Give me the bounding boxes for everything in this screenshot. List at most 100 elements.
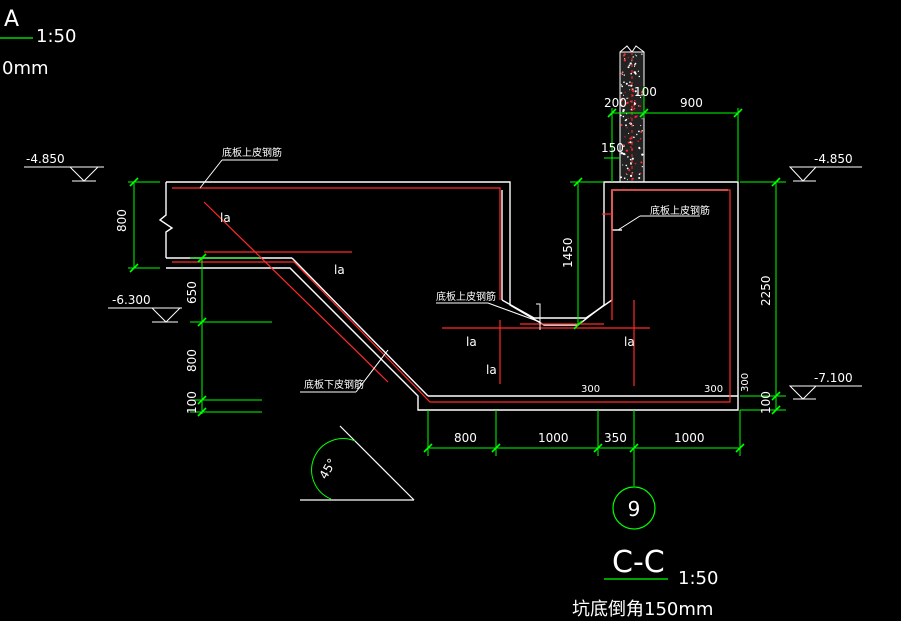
hatch-dot — [623, 177, 626, 180]
hatch-dot — [625, 82, 628, 85]
level-marker-left-mid: -6.300 — [108, 293, 182, 323]
hatch-dot — [640, 161, 643, 164]
hatch-dot — [638, 105, 640, 107]
hatch-dot — [629, 158, 632, 161]
hatch-dot — [628, 132, 630, 134]
hatch-dot — [620, 92, 623, 94]
hatch-dot — [622, 144, 625, 147]
hatch-dot — [641, 130, 643, 132]
hatch-dot — [638, 147, 641, 150]
hatch-dot — [632, 90, 635, 93]
detail-header: A 1:50 0mm — [0, 7, 76, 79]
hatch-dot — [638, 130, 640, 133]
dim-pit-1450: 1450 — [561, 237, 575, 268]
hatch-dot — [641, 53, 643, 55]
section-note: 坑底倒角150mm — [572, 599, 713, 620]
hatch-dot — [633, 136, 635, 139]
level-right-top-text: -4.850 — [814, 152, 853, 166]
hatch-dot — [620, 152, 624, 155]
hatch-dot — [621, 104, 623, 107]
hatch-dot — [636, 93, 638, 95]
dim-left-800: 800 — [115, 209, 129, 232]
hatch-dot — [632, 94, 634, 97]
hatch-dot — [638, 173, 641, 175]
hatch-dot — [626, 101, 629, 104]
label-top-rebar-right: 底板上皮钢筋 — [650, 204, 710, 217]
hatch-dot — [641, 153, 644, 156]
level-left-top-text: -4.850 — [26, 152, 65, 166]
hatch-dot — [637, 70, 640, 72]
hatch-dot — [628, 169, 631, 172]
hatch-dot — [634, 115, 637, 119]
hatch-dot — [632, 56, 634, 58]
detail-note: 0mm — [2, 58, 49, 79]
dim-bottom-1000a: 1000 — [538, 431, 569, 445]
dim-wall-200: 200 — [604, 96, 627, 110]
hatch-dot — [630, 108, 633, 111]
hatch-dot — [627, 117, 629, 119]
hatch-dot — [634, 162, 637, 165]
hatch-dot — [637, 140, 639, 142]
hatch-dot — [629, 137, 632, 140]
hatch-dot — [635, 55, 638, 57]
grid-bubble: 9 — [612, 486, 656, 530]
dimension-texts: 800 650 800 100 200 100 900 150 1450 225… — [115, 85, 773, 445]
hatch-dot — [640, 130, 643, 134]
hatch-dot — [623, 153, 626, 156]
level-marker-right-top: -4.850 — [788, 152, 862, 182]
level-marker-left-top: -4.850 — [24, 152, 104, 182]
label-la-5: la — [624, 335, 635, 349]
hatch-dot — [626, 179, 629, 181]
detail-scale: 1:50 — [36, 26, 76, 47]
hatch-dot — [630, 84, 633, 87]
hatch-dot — [628, 84, 630, 87]
hatch-dot — [626, 127, 628, 129]
grid-bubble-label: 9 — [628, 497, 641, 521]
hatch-dot — [626, 174, 628, 175]
hatch-dot — [629, 141, 632, 144]
angle-text: 45° — [316, 456, 339, 481]
label-top-rebar-mid: 底板上皮钢筋 — [436, 290, 496, 303]
hatch-dot — [633, 102, 636, 105]
hatch-dot — [624, 102, 627, 105]
level-right-bottom-text: -7.100 — [814, 371, 853, 385]
hatch-dot — [630, 117, 632, 119]
hatch-dot — [620, 72, 623, 75]
hatch-dot — [638, 75, 641, 78]
hatch-dot — [625, 172, 627, 175]
hatch-dot — [641, 118, 643, 120]
dim-corner-300b: 300 — [704, 384, 723, 395]
hatch-dot — [630, 146, 632, 148]
hatch-dot — [627, 66, 630, 69]
hatch-dot — [634, 90, 637, 93]
hatch-dot — [640, 125, 642, 127]
hatch-dot — [631, 157, 634, 160]
hatch-dot — [622, 94, 625, 96]
hatch-dot — [624, 136, 626, 138]
dim-wall-100: 100 — [634, 85, 657, 99]
hatch-dot — [620, 176, 623, 179]
dimension-lines — [128, 86, 786, 486]
hatch-dot — [640, 91, 644, 94]
hatch-dot — [621, 85, 624, 88]
hatch-dot — [633, 101, 635, 103]
wall-hatch — [619, 45, 645, 183]
rebar-lines — [172, 187, 731, 403]
hatch-dot — [634, 62, 637, 65]
hatch-dot — [639, 137, 642, 140]
hatch-dot — [626, 97, 628, 100]
dim-bottom-350: 350 — [604, 431, 627, 445]
section-scale: 1:50 — [678, 568, 718, 589]
hatch-dot — [629, 100, 632, 103]
label-la-4: la — [486, 363, 497, 377]
hatch-dot — [622, 54, 625, 57]
dim-wall-900: 900 — [680, 96, 703, 110]
dim-bottom-800: 800 — [454, 431, 477, 445]
hatch-dot — [636, 115, 638, 117]
dim-left-100: 100 — [185, 391, 199, 414]
hatch-dot — [622, 115, 625, 118]
hatch-dot — [633, 109, 635, 111]
level-left-mid-text: -6.300 — [112, 293, 151, 307]
label-la-1: la — [220, 211, 231, 225]
